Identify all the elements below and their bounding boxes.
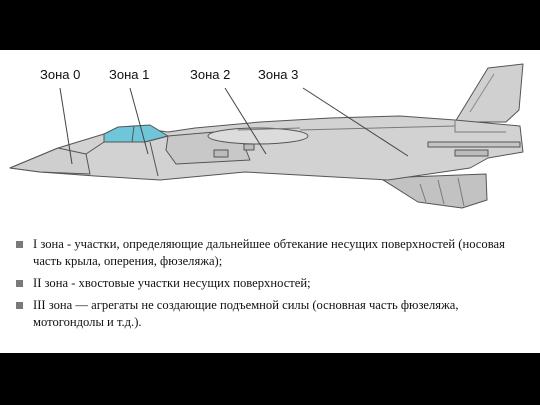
tail-fin	[454, 63, 524, 123]
zone-0-label: Зона 0	[40, 67, 80, 82]
leader-zone-1	[129, 87, 149, 155]
list-item: I зона - участки, определяющие дальнейше…	[16, 236, 516, 270]
bullet-square-icon	[16, 280, 23, 287]
leader-zone-2	[224, 87, 267, 155]
list-item-text: III зона — агрегаты не создающие подъемн…	[33, 298, 459, 329]
wing-glove	[207, 127, 309, 145]
bullet-square-icon	[16, 302, 23, 309]
leader-zone-0	[59, 87, 73, 165]
leader-zone-3	[302, 87, 409, 157]
zone-1-label: Зона 1	[109, 67, 149, 82]
slide: Зона 0 Зона 1 Зона 2 Зона 3	[0, 50, 540, 353]
zone-description-list: I зона - участки, определяющие дальнейше…	[16, 236, 516, 336]
list-item-text: I зона - участки, определяющие дальнейше…	[33, 237, 505, 268]
list-item-text: II зона - хвостовые участки несущих пове…	[33, 276, 311, 290]
zone-3-label: Зона 3	[258, 67, 298, 82]
aircraft-drawing	[9, 63, 524, 209]
detail-panel	[213, 149, 229, 158]
list-item: II зона - хвостовые участки несущих пове…	[16, 275, 516, 292]
nose-cone	[9, 147, 91, 175]
lower-wing	[379, 173, 488, 209]
zone-2-label: Зона 2	[190, 67, 230, 82]
aircraft-zones-figure: Зона 0 Зона 1 Зона 2 Зона 3	[9, 63, 524, 209]
side-rail	[427, 141, 521, 148]
leader-lines	[59, 87, 409, 165]
list-item: III зона — агрегаты не создающие подъемн…	[16, 297, 516, 331]
bullet-square-icon	[16, 241, 23, 248]
